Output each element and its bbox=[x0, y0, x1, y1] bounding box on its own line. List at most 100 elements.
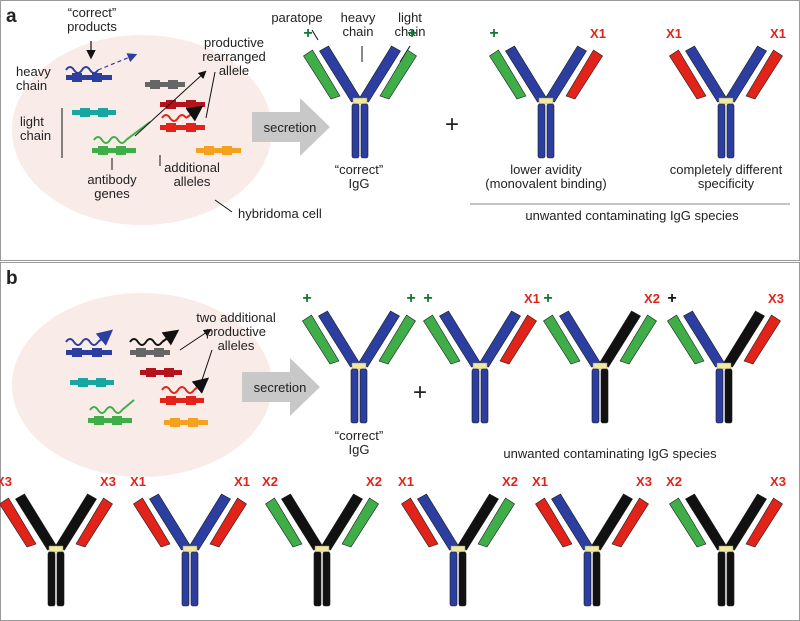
hinge-region bbox=[472, 362, 488, 370]
light-chain-arm bbox=[745, 49, 783, 100]
antibody-tag: X3 bbox=[100, 474, 116, 489]
fc-chain bbox=[592, 551, 601, 607]
label-hybridoma-cell: hybridoma cell bbox=[238, 206, 322, 221]
antibody-a-correct: ++ bbox=[303, 25, 417, 159]
antibody-tag: X3 bbox=[0, 474, 12, 489]
hinge-region bbox=[450, 545, 466, 553]
antibody-tag: + bbox=[406, 290, 415, 307]
panel-a-genes bbox=[61, 41, 241, 213]
fc-chain bbox=[600, 368, 609, 424]
antibody-tag: + bbox=[543, 290, 552, 307]
hinge-region bbox=[182, 545, 198, 553]
light-chain-arm bbox=[0, 497, 37, 548]
hinge-region bbox=[718, 545, 734, 553]
light-chain-arm bbox=[423, 314, 461, 365]
light-chain-arm bbox=[303, 49, 341, 100]
hinge-region bbox=[538, 97, 554, 105]
light-chain-arm bbox=[302, 314, 340, 365]
fc-chain bbox=[546, 103, 555, 159]
light-chain-arm bbox=[543, 314, 581, 365]
antibody-a-c2: X1 X1 bbox=[666, 26, 786, 159]
hinge-region bbox=[716, 362, 732, 370]
label-paratope: paratope bbox=[271, 10, 322, 25]
panel-b-genes bbox=[65, 328, 213, 427]
fc-chain bbox=[181, 551, 190, 607]
light-chain-arm bbox=[341, 497, 379, 548]
panel-b-label: b bbox=[6, 268, 18, 289]
antibody-tag: X2 bbox=[502, 474, 518, 489]
light-chain-arm bbox=[743, 314, 781, 365]
hinge-region bbox=[592, 362, 608, 370]
gene-heavy bbox=[66, 75, 112, 80]
fc-chain bbox=[360, 103, 369, 159]
antibody-tag: X1 bbox=[666, 26, 682, 41]
fc-chain bbox=[480, 368, 489, 424]
light-chain-arm bbox=[499, 314, 537, 365]
secretion-arrow-b bbox=[242, 358, 320, 416]
antibody-b-c1: +X1 bbox=[423, 290, 540, 424]
light-chain-arm bbox=[379, 49, 417, 100]
fc-chain bbox=[47, 551, 56, 607]
label-correct-igg-a: “correct”IgG bbox=[335, 162, 383, 191]
antibody-b-c2: + X2 bbox=[543, 290, 660, 424]
antibody-tag: X3 bbox=[636, 474, 652, 489]
antibody-tag: + bbox=[489, 25, 498, 42]
hinge-region bbox=[351, 362, 367, 370]
fc-chain bbox=[359, 368, 368, 424]
label-secretion-b: secretion bbox=[254, 380, 307, 395]
antibody-r1: X3 X3 bbox=[0, 474, 116, 607]
antibody-a-c1: + X1 bbox=[489, 25, 606, 159]
light-chain-arm bbox=[745, 497, 783, 548]
fc-chain bbox=[351, 103, 360, 159]
fc-chain bbox=[726, 551, 735, 607]
hinge-region bbox=[718, 97, 734, 105]
antibody-tag: X1 bbox=[590, 26, 606, 41]
hinge-region bbox=[584, 545, 600, 553]
antibody-tag: X3 bbox=[770, 474, 786, 489]
fc-chain bbox=[458, 551, 467, 607]
light-chain-arm bbox=[209, 497, 247, 548]
antibody-tag: X2 bbox=[262, 474, 278, 489]
antibody-tag: + bbox=[423, 290, 432, 307]
antibody-tag: X2 bbox=[366, 474, 382, 489]
antibody-tag: X2 bbox=[644, 291, 660, 306]
fc-chain bbox=[591, 368, 600, 424]
hinge-region bbox=[352, 97, 368, 105]
fc-chain bbox=[717, 103, 726, 159]
light-chain-arm bbox=[133, 497, 171, 548]
light-chain-arm bbox=[489, 49, 527, 100]
antibody-tag: X3 bbox=[768, 291, 784, 306]
fc-chain bbox=[190, 551, 199, 607]
label-correct-igg-b: “correct”IgG bbox=[335, 428, 383, 457]
hybridoma-cell-b bbox=[12, 293, 272, 477]
light-chain-arm bbox=[401, 497, 439, 548]
fc-chain bbox=[313, 551, 322, 607]
fc-chain bbox=[449, 551, 458, 607]
fc-chain bbox=[726, 103, 735, 159]
light-chain-arm bbox=[667, 314, 705, 365]
antibody-b-c3: +X3 bbox=[667, 290, 784, 424]
light-chain-arm bbox=[535, 497, 573, 548]
antibody-tag: + bbox=[303, 25, 312, 42]
fc-chain bbox=[717, 551, 726, 607]
label-secretion-a: secretion bbox=[264, 120, 317, 135]
antibody-tag: X1 bbox=[770, 26, 786, 41]
fc-chain bbox=[537, 103, 546, 159]
light-chain-arm bbox=[565, 49, 603, 100]
light-chain-arm bbox=[265, 497, 303, 548]
light-chain-arm bbox=[611, 497, 649, 548]
light-chain-arm bbox=[477, 497, 515, 548]
